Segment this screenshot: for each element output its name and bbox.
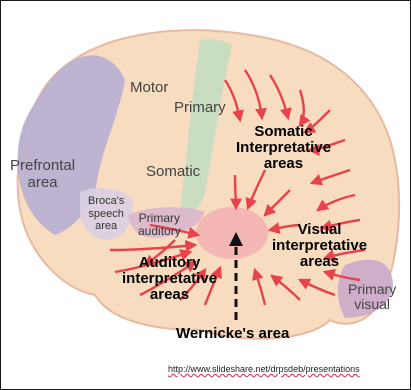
label-primary-visual-line2: visual bbox=[354, 296, 391, 313]
label-prefrontal-line1: Prefrontal bbox=[10, 157, 76, 174]
label-visual-interpretative-line3: areas bbox=[299, 252, 340, 270]
label-wernickes: Wernicke's area bbox=[176, 325, 290, 342]
label-somatic-interpretative: Somatic Interpretative areas bbox=[236, 124, 331, 171]
label-brocas: Broca's speech area bbox=[88, 195, 124, 233]
label-visual-interpretative-line1: Visual bbox=[297, 221, 342, 238]
label-prefrontal-line2: area bbox=[27, 174, 58, 192]
label-brocas-line1: Broca's bbox=[88, 195, 125, 207]
primary-auditory-region bbox=[128, 207, 205, 238]
label-auditory-interpretative-line3: areas bbox=[149, 285, 190, 303]
brocas-region bbox=[80, 188, 133, 240]
label-visual-interpretative-line2: interpretative bbox=[272, 236, 368, 254]
visual-region bbox=[337, 259, 393, 318]
label-auditory-interpretative-line2: interpretative bbox=[122, 269, 218, 287]
label-primary-visual-line1: Primary bbox=[348, 281, 397, 297]
label-motor: Motor bbox=[130, 79, 169, 96]
prefrontal-region bbox=[17, 55, 125, 235]
source-url: http://www.slideshare.net/drpsdeb/presen… bbox=[168, 364, 360, 374]
label-primary-top: Primary bbox=[174, 99, 226, 116]
label-auditory-interpretative-line1: Auditory bbox=[138, 254, 201, 271]
label-primary-visual: Primary visual bbox=[348, 281, 397, 313]
label-somatic: Somatic bbox=[146, 163, 201, 180]
label-prefrontal: Prefrontal area bbox=[10, 157, 75, 192]
label-somatic-interpretative-line2: Interpretative bbox=[236, 138, 332, 156]
label-primary-auditory-line2: auditory bbox=[138, 223, 181, 238]
motor-strip bbox=[180, 39, 232, 214]
label-visual-interpretative: Visual interpretative areas bbox=[272, 222, 367, 269]
arrows bbox=[109, 69, 366, 306]
label-auditory-interpretative: Auditory interpretative areas bbox=[122, 255, 217, 302]
wernicke-pointer-head bbox=[229, 232, 243, 246]
label-primary-auditory-line1: Primary bbox=[138, 211, 181, 225]
label-somatic-interpretative-line3: areas bbox=[263, 154, 304, 172]
label-somatic-interpretative-line1: Somatic bbox=[254, 123, 313, 140]
label-primary-auditory: Primary auditory bbox=[138, 212, 181, 237]
wernicke-region bbox=[196, 207, 268, 259]
label-brocas-line2: speech bbox=[88, 207, 124, 220]
label-brocas-line3: area bbox=[95, 220, 118, 233]
